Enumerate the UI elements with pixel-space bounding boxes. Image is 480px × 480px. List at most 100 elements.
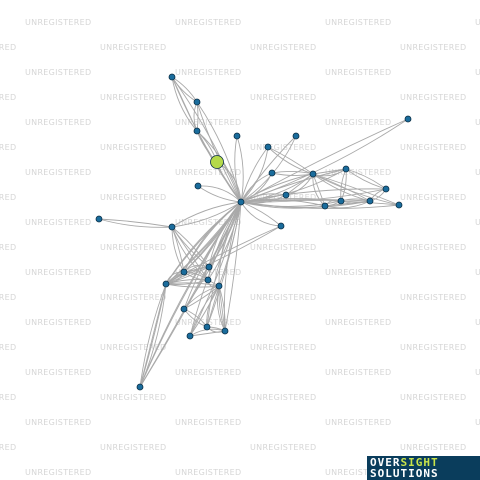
watermark-text: UNREGISTERED (250, 343, 316, 352)
edge-n25-n19 (98, 218, 173, 228)
edge-n7-n11 (271, 171, 314, 175)
watermark-text: UNREGISTERED (175, 68, 241, 77)
watermark-text: UNREGISTERED (475, 118, 480, 127)
watermark-text: UNREGISTERED (175, 18, 241, 27)
edge-n18-n32 (165, 225, 282, 285)
watermark-text: UNREGISTERED (0, 393, 16, 402)
focus-node (210, 155, 224, 169)
node-n18 (277, 222, 285, 230)
watermark-text: UNREGISTERED (0, 193, 16, 202)
watermark-text: UNREGISTERED (475, 418, 480, 427)
node-n26 (180, 305, 188, 313)
edge-hub-n19 (171, 201, 242, 228)
watermark-text: UNREGISTERED (250, 193, 316, 202)
edge-hub-n16 (240, 188, 387, 203)
watermark-text: UNREGISTERED (0, 343, 16, 352)
watermark-text: UNREGISTERED (400, 293, 466, 302)
watermark-text: UNREGISTERED (0, 443, 16, 452)
watermark-text: UNREGISTERED (325, 118, 391, 127)
edge-hub-n18 (240, 201, 282, 227)
watermark-text: UNREGISTERED (400, 343, 466, 352)
watermark-text: UNREGISTERED (100, 443, 166, 452)
edge-hub-n18 (240, 201, 282, 227)
node-n20 (205, 263, 213, 271)
edge-n19-n22 (171, 226, 209, 281)
edge-n11-n17 (312, 173, 400, 206)
edge-n12-n16 (345, 168, 387, 190)
node-n8 (194, 182, 202, 190)
watermark-text: UNREGISTERED (175, 418, 241, 427)
edge-hub-n28 (224, 201, 242, 332)
node-n22 (204, 276, 212, 284)
edge-n19-n20 (171, 226, 210, 268)
watermark-text: UNREGISTERED (475, 168, 480, 177)
watermark-text: UNREGISTERED (25, 68, 91, 77)
watermark-text: UNREGISTERED (325, 418, 391, 427)
watermark-text: UNREGISTERED (175, 118, 241, 127)
edge-hub-n8 (197, 185, 242, 203)
watermark-text: UNREGISTERED (100, 193, 166, 202)
node-n25 (95, 215, 103, 223)
edge-n24-n34 (217, 285, 226, 332)
edge-n24-n26 (183, 285, 220, 310)
node-n7 (268, 169, 276, 177)
watermark-text: UNREGISTERED (25, 418, 91, 427)
node-n13 (321, 202, 329, 210)
node-n12 (342, 165, 350, 173)
edge-hub-n8 (197, 185, 242, 203)
edge-n24-n28 (218, 285, 226, 332)
watermark-text: UNREGISTERED (325, 468, 391, 477)
watermark-text: UNREGISTERED (25, 168, 91, 177)
watermark-text: UNREGISTERED (400, 93, 466, 102)
node-n29 (186, 332, 194, 340)
watermark-text: UNREGISTERED (175, 218, 241, 227)
watermark-text: UNREGISTERED (475, 68, 480, 77)
watermark-text: UNREGISTERED (100, 393, 166, 402)
watermark-text: UNREGISTERED (175, 468, 241, 477)
edge-n13-n15 (324, 200, 371, 207)
edge-n5-n11 (267, 146, 314, 175)
edge-hub-n4 (234, 135, 242, 203)
watermark-text: UNREGISTERED (250, 43, 316, 52)
watermark-text: UNREGISTERED (325, 68, 391, 77)
watermark-layer: UNREGISTERED UNREGISTERED UNREGISTERED UNRE… (0, 18, 480, 477)
watermark-text: UNREGISTERED (0, 243, 16, 252)
watermark-text: UNREGISTERED (25, 318, 91, 327)
node-n21 (180, 268, 188, 276)
node-n19 (168, 223, 176, 231)
node-n14 (337, 197, 345, 205)
edge-hub-n33 (183, 201, 242, 273)
watermark-text: UNREGISTERED (250, 293, 316, 302)
edge-n5-n11 (267, 146, 314, 175)
edge-hub-n4 (236, 135, 244, 203)
node-n30 (136, 383, 144, 391)
watermark-text: UNREGISTERED (400, 143, 466, 152)
watermark-text: UNREGISTERED (400, 393, 466, 402)
edge-n23-n24 (165, 283, 220, 288)
edge-n12-n16 (345, 168, 387, 190)
edge-hub-n12 (240, 168, 347, 203)
node-n23 (162, 280, 170, 288)
watermark-text: UNREGISTERED (250, 93, 316, 102)
edge-n1-n2 (171, 76, 198, 103)
edge-n11-n17 (312, 173, 400, 206)
edge-hub-n5 (240, 146, 269, 203)
node-n3 (193, 127, 201, 135)
watermark-text: UNREGISTERED (100, 343, 166, 352)
watermark-text: UNREGISTERED (175, 368, 241, 377)
watermark-text: UNREGISTERED (400, 243, 466, 252)
edge-n1-n3 (171, 76, 198, 132)
watermark-text: UNREGISTERED (325, 18, 391, 27)
edge-hub-n27 (206, 201, 242, 328)
watermark-text: UNREGISTERED (400, 443, 466, 452)
edge-hub-n33 (183, 201, 242, 273)
edge-n13-n15 (324, 200, 371, 209)
watermark-text: UNREGISTERED (0, 143, 16, 152)
edge-hub-n2 (196, 101, 242, 203)
edge-n19-n20 (171, 226, 210, 268)
logo-text-solutions: SOLUTIONS (370, 467, 439, 480)
node-n17 (395, 201, 403, 209)
watermark-text: UNREGISTERED (325, 318, 391, 327)
watermark-text: UNREGISTERED (475, 368, 480, 377)
